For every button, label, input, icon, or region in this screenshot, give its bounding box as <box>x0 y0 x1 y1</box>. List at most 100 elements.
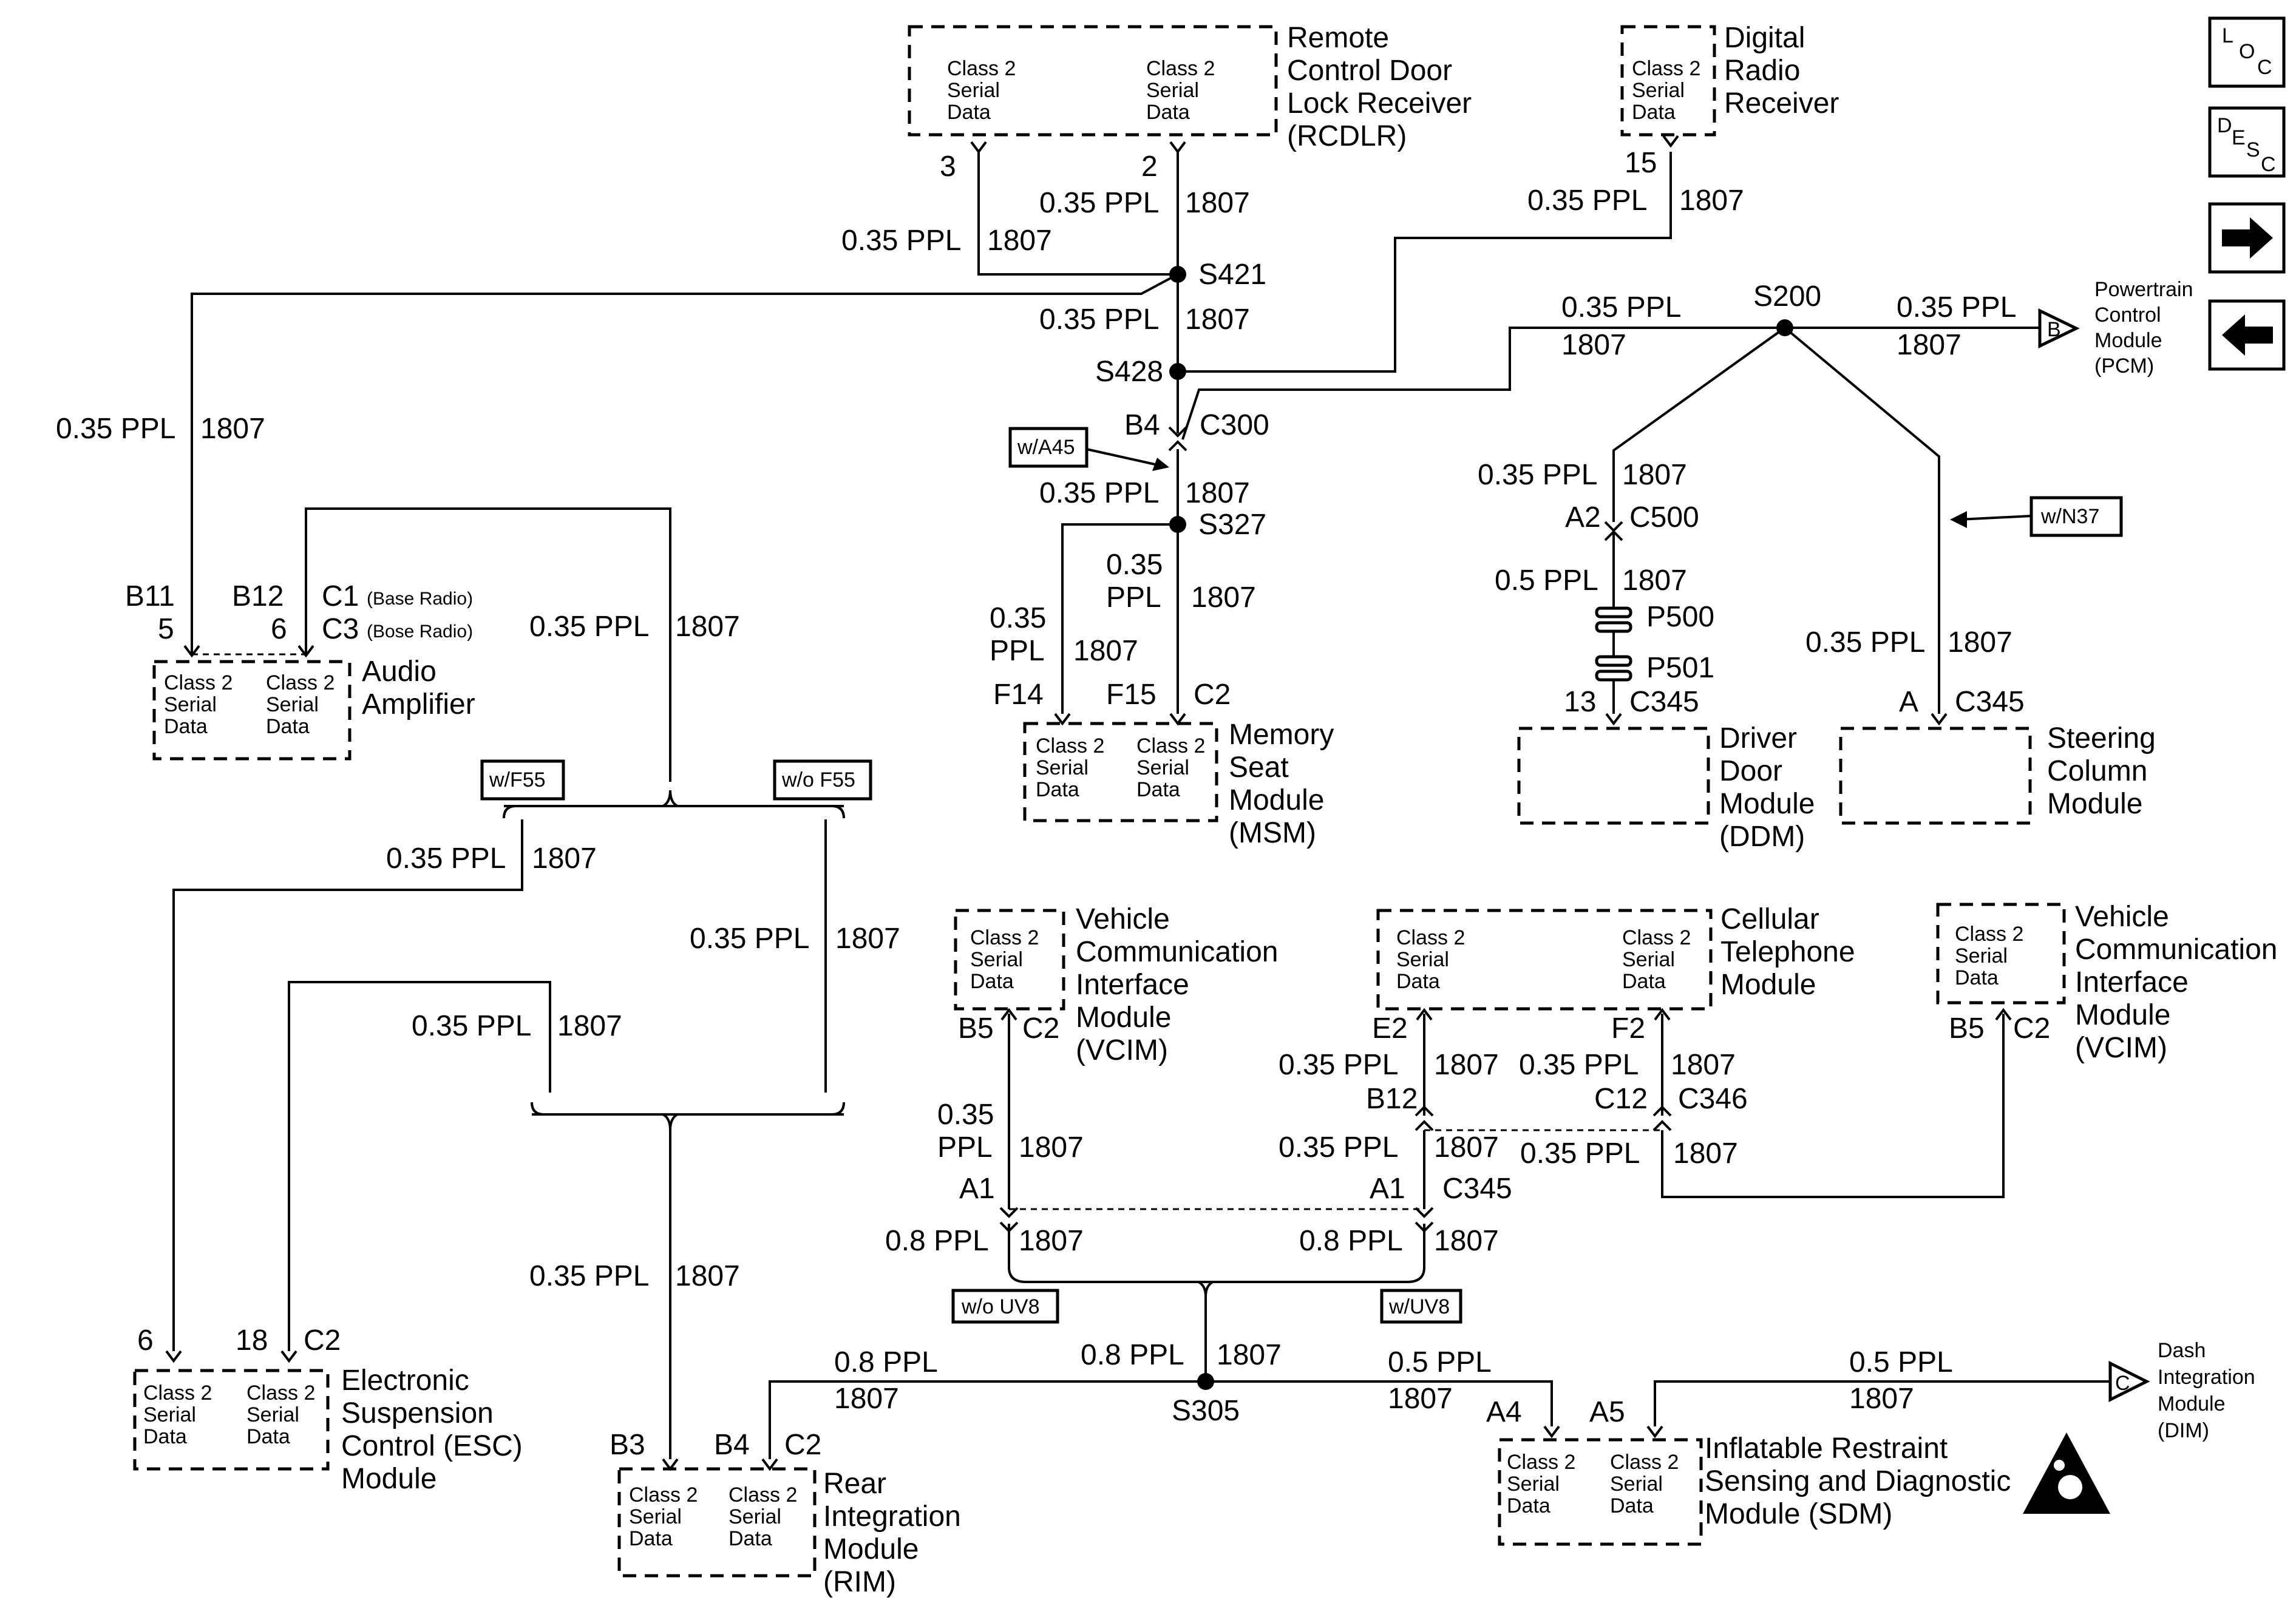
svg-text:1807: 1807 <box>1388 1383 1453 1415</box>
rcdlr-name: Lock Receiver <box>1287 87 1472 120</box>
svg-text:S327: S327 <box>1198 509 1266 541</box>
svg-text:18: 18 <box>236 1324 268 1357</box>
connector-p500 <box>1595 606 1632 633</box>
svg-text:B4: B4 <box>1124 409 1160 441</box>
pin-labels: 3 2 15 S421 S428 S327 S200 S305 B4 C300 … <box>125 147 2050 1461</box>
svg-text:A2: A2 <box>1565 501 1601 534</box>
svg-text:1807: 1807 <box>1673 1137 1738 1170</box>
offpage-modules: Powertrain Control Module (PCM) Dash Int… <box>2094 278 2255 1442</box>
csd-label: Data <box>164 715 208 738</box>
csd-label: Data <box>1632 101 1676 124</box>
svg-text:S428: S428 <box>1095 356 1163 388</box>
scm-box <box>1839 727 2032 825</box>
vcim-name: Vehicle <box>2075 901 2169 933</box>
svg-text:0.8 PPL: 0.8 PPL <box>1299 1225 1403 1257</box>
ddm-name: (DDM) <box>1719 821 1805 853</box>
svg-text:0.35 PPL: 0.35 PPL <box>412 1010 531 1042</box>
svg-text:0.35 PPL: 0.35 PPL <box>529 1260 649 1292</box>
svg-text:1807: 1807 <box>675 1260 740 1292</box>
sdm-name: Module (SDM) <box>1705 1498 1892 1530</box>
svg-text:0.35 PPL: 0.35 PPL <box>529 611 649 643</box>
ddm-box <box>1517 727 1710 825</box>
csd-label: Data <box>1146 101 1190 124</box>
svg-text:2: 2 <box>1141 151 1158 183</box>
ddm-name: Door <box>1719 755 1782 787</box>
csd-label: Class 2 <box>1610 1451 1679 1474</box>
rcdlr-name: (RCDLR) <box>1287 120 1407 152</box>
loc-button[interactable]: L O C <box>2208 16 2286 88</box>
svg-text:1807: 1807 <box>1185 477 1250 509</box>
svg-text:0.35 PPL: 0.35 PPL <box>690 923 809 955</box>
svg-text:1807: 1807 <box>1073 635 1138 667</box>
csd-label: Data <box>629 1527 673 1550</box>
svg-text:6: 6 <box>137 1324 154 1357</box>
svg-text:P501: P501 <box>1646 652 1714 684</box>
svg-text:w/UV8: w/UV8 <box>1388 1295 1450 1318</box>
csd-label: Class 2 <box>629 1483 698 1507</box>
airbag-warning-icon <box>2023 1432 2110 1514</box>
wires <box>172 152 2110 1459</box>
svg-text:B4: B4 <box>714 1429 750 1461</box>
offpage-connector-pcm[interactable]: B <box>2038 308 2080 348</box>
svg-text:C2: C2 <box>1194 679 1231 711</box>
drr-name: Receiver <box>1724 87 1839 120</box>
prev-page-button[interactable] <box>2208 299 2286 371</box>
csd-label: Class 2 <box>1036 734 1104 758</box>
csd-label: Class 2 <box>1146 57 1215 80</box>
svg-text:B12: B12 <box>232 580 284 612</box>
csd-label: Serial <box>1507 1473 1560 1496</box>
scm-name: Column <box>2047 755 2147 787</box>
csd-label: Class 2 <box>1622 926 1691 949</box>
ctm-name: Telephone <box>1720 936 1855 968</box>
svg-text:0.35 PPL: 0.35 PPL <box>386 842 506 875</box>
svg-text:C345: C345 <box>1629 686 1699 718</box>
pcm-name: Control <box>2094 303 2161 327</box>
module-boxes <box>133 25 2066 1578</box>
desc-button[interactable]: D E S C <box>2208 106 2286 178</box>
vcim-name: Interface <box>2075 966 2189 998</box>
rcdlr-name: Remote <box>1287 22 1389 54</box>
svg-text:1807: 1807 <box>1671 1049 1736 1081</box>
connector-c300 <box>1168 426 1187 452</box>
svg-text:0.35 PPL: 0.35 PPL <box>56 413 175 445</box>
svg-text:1807: 1807 <box>1897 329 1961 361</box>
svg-text:0.8 PPL: 0.8 PPL <box>885 1225 989 1257</box>
option-no-uv8: w/o UV8 <box>951 1289 1059 1324</box>
csd-label: Serial <box>1622 948 1675 971</box>
offpage-connector-dim[interactable]: C <box>2108 1360 2150 1403</box>
svg-text:A: A <box>1899 686 1918 718</box>
next-page-button[interactable] <box>2208 202 2286 274</box>
svg-text:PPL: PPL <box>1106 581 1161 614</box>
svg-text:C345: C345 <box>1955 686 2025 718</box>
vcim-name: Communication <box>2075 934 2277 966</box>
svg-text:B5: B5 <box>958 1012 994 1045</box>
csd-label: Serial <box>1632 79 1685 102</box>
svg-text:C: C <box>2261 153 2276 176</box>
svg-text:0.35 PPL: 0.35 PPL <box>1561 291 1681 324</box>
rim-name: Integration <box>823 1500 961 1533</box>
svg-text:F15: F15 <box>1106 679 1156 711</box>
csd-label: Serial <box>970 948 1023 971</box>
vcim-name: (VCIM) <box>2075 1032 2167 1064</box>
amp-box <box>152 660 352 761</box>
svg-text:0.35 PPL: 0.35 PPL <box>1527 185 1647 217</box>
svg-text:A1: A1 <box>1370 1173 1405 1205</box>
csd-label: Data <box>266 715 310 738</box>
svg-text:w/o F55: w/o F55 <box>781 768 855 792</box>
ctm-name: Cellular <box>1720 903 1819 935</box>
csd-label: Data <box>947 101 991 124</box>
svg-text:D: D <box>2217 114 2232 137</box>
rim-name: (RIM) <box>823 1566 896 1598</box>
svg-text:5: 5 <box>158 613 174 645</box>
svg-text:0.35 PPL: 0.35 PPL <box>1805 626 1925 659</box>
svg-text:B12: B12 <box>1366 1083 1418 1115</box>
msm-name: Module <box>1229 784 1324 816</box>
scm-name: Steering <box>2047 722 2156 754</box>
msm-name: (MSM) <box>1229 817 1316 849</box>
rim-box <box>617 1467 817 1578</box>
option-no-f55: w/o F55 <box>773 759 872 801</box>
dim-name: Module <box>2158 1392 2226 1415</box>
svg-text:0.35 PPL: 0.35 PPL <box>1279 1049 1398 1081</box>
csd-label: Class 2 <box>729 1483 797 1507</box>
csd-label: Data <box>970 970 1014 993</box>
